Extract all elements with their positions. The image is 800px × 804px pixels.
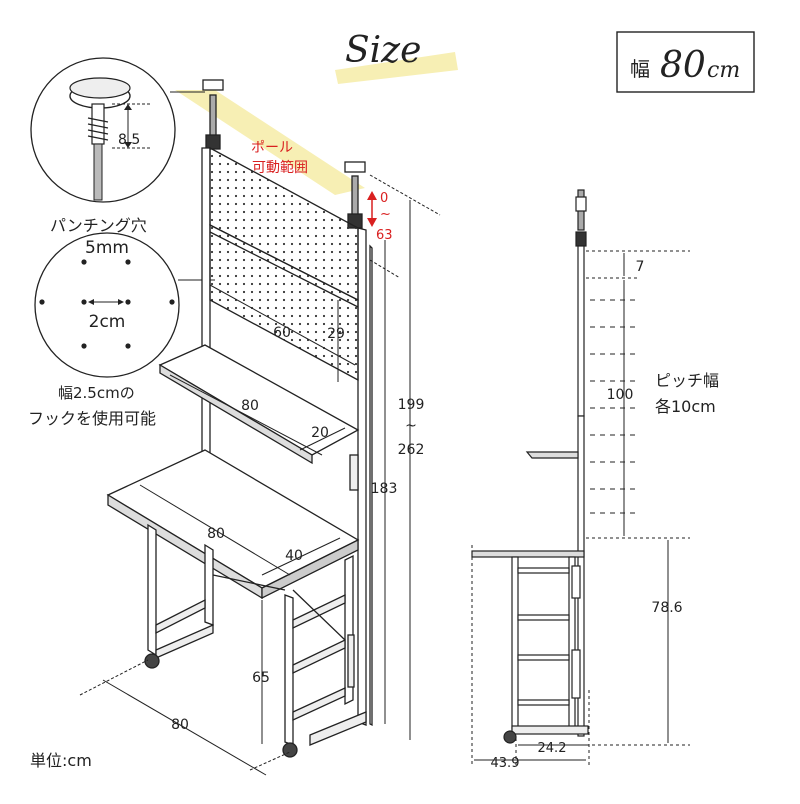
desk-height-label: 65 bbox=[252, 670, 270, 686]
right-upright bbox=[357, 227, 367, 726]
total-height-min-label: 199 bbox=[398, 397, 425, 413]
hole-mark bbox=[81, 343, 87, 349]
pole-range-tilde: ~ bbox=[380, 207, 391, 222]
title-group: Size bbox=[335, 30, 458, 84]
adjuster-pole bbox=[93, 143, 103, 201]
pole-range-highlight bbox=[175, 90, 365, 195]
side-pole-clamp bbox=[575, 231, 587, 247]
width-badge-frame bbox=[616, 31, 755, 93]
side-pitch-span-label: 100 bbox=[607, 387, 634, 403]
caster-icon bbox=[503, 730, 517, 744]
caster-icon bbox=[282, 742, 298, 758]
left-pole-cap bbox=[202, 79, 224, 91]
side-bracket bbox=[571, 565, 581, 599]
total-height-tilde: ~ bbox=[405, 418, 417, 434]
leg-crossbar-right bbox=[292, 593, 346, 630]
side-desk-top bbox=[471, 550, 585, 558]
front-dimension-lines bbox=[79, 174, 441, 776]
width-badge: 幅 80 cm bbox=[616, 31, 755, 93]
side-leg-front bbox=[511, 556, 519, 730]
dim-panel-width bbox=[209, 284, 356, 366]
hole-mark bbox=[169, 299, 175, 305]
dim-desk-width bbox=[139, 484, 291, 576]
hook-note-1: 幅2.5cmの bbox=[58, 384, 135, 402]
hole-mark bbox=[125, 343, 131, 349]
spring-icon bbox=[87, 117, 109, 141]
desk-leg-right bbox=[284, 594, 294, 746]
hole-mark bbox=[39, 299, 45, 305]
side-base bbox=[511, 725, 589, 735]
desk-leg-left-back bbox=[204, 543, 214, 626]
left-pole-clamp bbox=[205, 134, 221, 150]
hole-mark bbox=[125, 299, 131, 305]
side-top-gap-label: 7 bbox=[636, 259, 645, 275]
side-base-depth-label: 24.2 bbox=[538, 741, 567, 756]
right-pole-cap bbox=[344, 161, 366, 173]
hole-pitch-label: 2cm bbox=[89, 312, 126, 332]
shelf-width-label: 80 bbox=[241, 398, 259, 414]
hole-size-label: 5mm bbox=[85, 238, 129, 258]
punching-detail-circle bbox=[34, 232, 180, 378]
pole-range-max: 63 bbox=[376, 228, 393, 243]
pegboard-lower bbox=[209, 223, 359, 382]
punching-detail: 5mm 2cm bbox=[34, 232, 180, 378]
width-badge-value: 80 bbox=[660, 45, 706, 86]
panel-width-label: 60 bbox=[273, 325, 291, 341]
shelf-depth-label: 20 bbox=[311, 425, 329, 441]
side-dimension-lines bbox=[471, 250, 690, 765]
dim-desk-depth bbox=[261, 537, 341, 576]
dim-shelf-width bbox=[169, 374, 323, 456]
pole-range-label-1: ポール bbox=[251, 140, 293, 156]
hook-note-2: フックを使用可能 bbox=[28, 409, 156, 428]
title-highlight bbox=[335, 52, 458, 84]
side-pitch-label-1: ピッチ幅 bbox=[655, 371, 719, 390]
base-rail bbox=[309, 711, 367, 746]
side-pole-cap bbox=[575, 196, 587, 212]
desk-width-label: 80 bbox=[207, 526, 225, 542]
side-total-depth-label: 43.9 bbox=[491, 756, 520, 771]
pegboard-rail bbox=[209, 231, 359, 308]
pole-height-label: 183 bbox=[371, 481, 398, 497]
pole-range-min: 0 bbox=[380, 191, 388, 206]
front-view bbox=[106, 79, 373, 758]
leg-crossbar-left bbox=[155, 598, 206, 635]
panel-height-label: 29 bbox=[327, 326, 345, 342]
dim-base-width bbox=[102, 679, 267, 776]
dim-shelf-depth bbox=[299, 427, 346, 451]
right-back-upright bbox=[369, 244, 373, 727]
pole-range-label-2: 可動範囲 bbox=[252, 159, 308, 176]
adjuster-dim-label: 8.5 bbox=[118, 132, 140, 148]
desk-depth-label: 40 bbox=[285, 548, 303, 564]
width-badge-unit: cm bbox=[707, 58, 740, 83]
pole-range-arrow bbox=[367, 191, 377, 227]
unit-note: 単位:cm bbox=[30, 751, 92, 770]
side-shelf bbox=[525, 451, 579, 459]
caster-icon bbox=[144, 653, 160, 669]
base-width-label: 80 bbox=[171, 717, 189, 733]
width-badge-label: 幅 bbox=[630, 57, 650, 81]
punching-caption: パンチング穴 bbox=[50, 216, 147, 235]
hole-mark bbox=[125, 259, 131, 265]
desk-leg-left bbox=[147, 523, 157, 657]
hole-mark bbox=[81, 299, 87, 305]
side-pitch-label-2: 各10cm bbox=[655, 397, 716, 416]
side-desk-height-label: 78.6 bbox=[651, 600, 682, 616]
adjuster-detail: 8.5 bbox=[30, 57, 176, 203]
side-upright bbox=[577, 245, 585, 417]
page-title: Size bbox=[345, 30, 421, 71]
hole-mark bbox=[81, 259, 87, 265]
side-view bbox=[471, 189, 589, 744]
total-height-max-label: 262 bbox=[398, 442, 425, 458]
desk-brace bbox=[212, 574, 286, 591]
